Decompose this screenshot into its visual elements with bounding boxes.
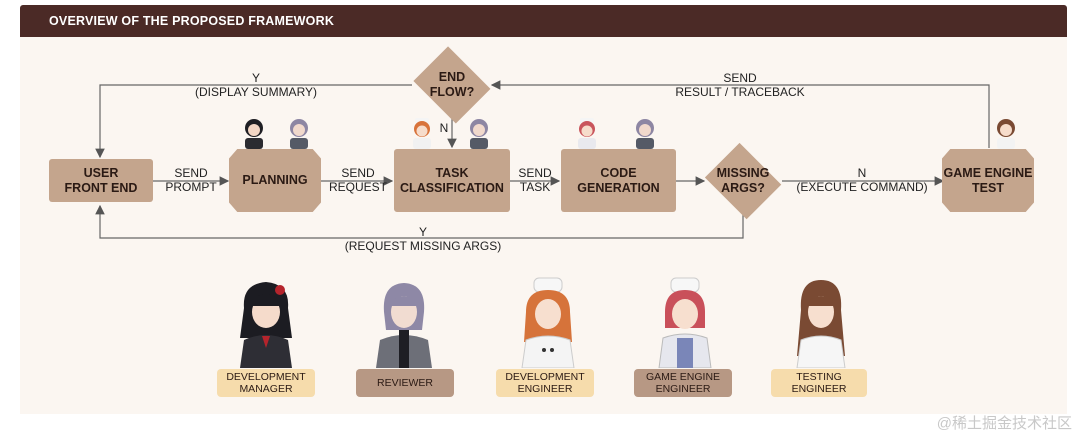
missing-args-label: MISSING ARGS? [716,166,770,195]
label-send-result: SEND RESULT / TRACEBACK [675,71,805,99]
label-request-missing-args: Y (REQUEST MISSING ARGS) [344,225,502,253]
node-user-front-end: USER FRONT END [49,159,153,202]
label-end-flow-n: N [439,121,449,135]
label-display-summary: Y (DISPLAY SUMMARY) [194,71,318,99]
development-engineer-avatar [521,277,575,368]
role-label-game-engine-engineer: GAME ENGINE ENGINEER [634,369,732,397]
reviewer-avatar [376,283,432,368]
reviewer-mini-icon [290,119,308,149]
edge-send-result [490,80,990,148]
role-label-development-manager: DEVELOPMENT MANAGER [217,369,315,397]
role-label-testing-engineer: TESTING ENGINEER [771,369,867,397]
label-send-task: SEND TASK [518,166,552,194]
node-code-generation: CODE GENERATION [561,149,676,212]
testing-engineer-avatar [796,280,846,368]
node-planning: PLANNING [229,149,321,212]
reviewer-mini-icon-2 [470,119,488,149]
watermark: @稀土掘金技术社区 [936,415,1072,432]
dev-engineer-mini-icon [413,118,431,149]
label-execute-command: N (EXECUTE COMMAND) [796,166,928,194]
node-missing-args: MISSING ARGS? [701,146,785,216]
role-label-reviewer: REVIEWER [356,369,454,397]
header-bar: OVERVIEW OF THE PROPOSED FRAMEWORK [20,5,1067,37]
game-engineer-mini-icon [578,118,596,149]
node-end-flow: END FLOW? [409,50,495,120]
development-manager-avatar [240,282,292,368]
end-flow-label: END FLOW? [429,70,475,99]
game-engine-engineer-avatar [658,277,712,368]
page-title: OVERVIEW OF THE PROPOSED FRAMEWORK [49,14,335,28]
role-label-development-engineer: DEVELOPMENT ENGINEER [496,369,594,397]
tester-mini-icon [997,119,1015,149]
node-task-classification: TASK CLASSIFICATION [394,149,510,212]
label-send-prompt: SEND PROMPT [165,166,217,194]
edge-display-summary [95,84,412,159]
reviewer-mini-icon-3 [636,119,654,149]
manager-mini-icon [245,119,263,149]
label-send-request: SEND REQUEST [328,166,387,194]
edge-request-missing-args [95,204,744,239]
node-game-engine-test: GAME ENGINE TEST [942,149,1034,212]
